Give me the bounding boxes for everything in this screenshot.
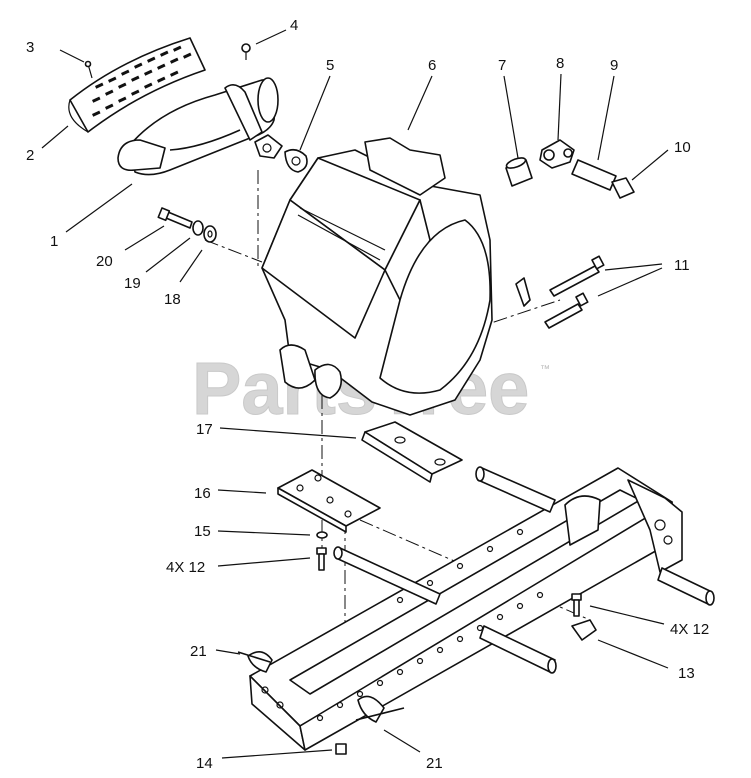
leader-15	[217, 530, 311, 536]
callout-7: 7	[498, 57, 506, 74]
callout-21-left: 21	[190, 643, 207, 660]
leader-14	[221, 749, 333, 759]
leader-21b	[383, 729, 421, 753]
callout-5: 5	[326, 57, 334, 74]
lock-washer	[192, 220, 204, 236]
mount-bolt-right	[571, 593, 582, 617]
leader-5	[299, 75, 331, 151]
leader-16	[217, 489, 267, 494]
frame-clip	[571, 619, 597, 641]
leader-19	[145, 237, 191, 273]
tractor-frame	[249, 467, 683, 751]
leader-17	[219, 427, 357, 439]
leader-12a	[217, 557, 311, 567]
callout-12-left: 4X 12	[166, 559, 205, 576]
callout-6: 6	[428, 57, 436, 74]
callout-3: 3	[26, 39, 34, 56]
leader-20	[124, 225, 165, 251]
heat-shield-screw	[84, 60, 93, 79]
leader-6	[407, 75, 433, 131]
callout-17: 17	[196, 421, 213, 438]
hitch-pin-right	[355, 695, 405, 723]
leader-7	[503, 75, 519, 159]
oil-drain-cap	[611, 177, 635, 199]
leader-12b	[589, 605, 665, 625]
callout-16: 16	[194, 485, 211, 502]
mount-washer	[316, 531, 328, 539]
oil-drain-tube	[505, 157, 533, 187]
heat-shield	[68, 37, 206, 133]
callout-2: 2	[26, 147, 34, 164]
callout-14: 14	[196, 755, 213, 772]
callout-15: 15	[194, 523, 211, 540]
leader-10	[631, 149, 669, 181]
callout-4: 4	[290, 17, 298, 34]
callout-11: 11	[674, 257, 690, 274]
leader-lines	[41, 29, 669, 759]
muffler	[117, 77, 279, 176]
leader-1	[65, 183, 133, 233]
callout-20: 20	[96, 253, 113, 270]
callout-19: 19	[124, 275, 141, 292]
callout-9: 9	[610, 57, 618, 74]
engine	[261, 137, 493, 416]
watermark-trademark: ™	[540, 364, 550, 375]
alignment-line-washers	[204, 239, 263, 263]
leader-13	[597, 639, 669, 669]
leader-11a	[604, 263, 663, 271]
callout-13: 13	[678, 665, 695, 682]
hitch-pin-left	[237, 651, 273, 673]
muffler-bolt	[157, 207, 193, 229]
oil-drain-elbow	[539, 139, 575, 169]
oil-drain-extension	[571, 159, 617, 191]
engine-mount-bolts	[515, 255, 605, 329]
callout-12-right: 4X 12	[670, 621, 709, 638]
leader-2	[41, 125, 69, 149]
flat-washer	[203, 225, 217, 243]
engine-mount-plate	[277, 469, 381, 533]
callout-8: 8	[556, 55, 564, 72]
alignment-line-bolts	[469, 299, 561, 331]
callout-1: 1	[50, 233, 58, 250]
callout-18: 18	[164, 291, 181, 308]
leader-11b	[597, 267, 663, 297]
leader-18	[179, 249, 203, 283]
exhaust-gaskets	[254, 134, 308, 173]
leader-8	[557, 73, 562, 141]
engine-mount-bracket-upper	[361, 421, 463, 483]
callout-21-right: 21	[426, 755, 443, 772]
mount-bolt-left	[316, 547, 327, 571]
callouts: 3 2 1 4 5 6 7 8 9 10 11 20 19 18 17 16 1…	[26, 17, 709, 772]
leader-9	[597, 75, 615, 161]
frame-nut	[335, 743, 347, 755]
muffler-nut	[241, 43, 251, 60]
frame-axles	[333, 466, 715, 674]
leader-4	[255, 29, 287, 45]
callout-10: 10	[674, 139, 691, 156]
leader-21a	[215, 649, 241, 655]
leader-3	[59, 49, 85, 63]
